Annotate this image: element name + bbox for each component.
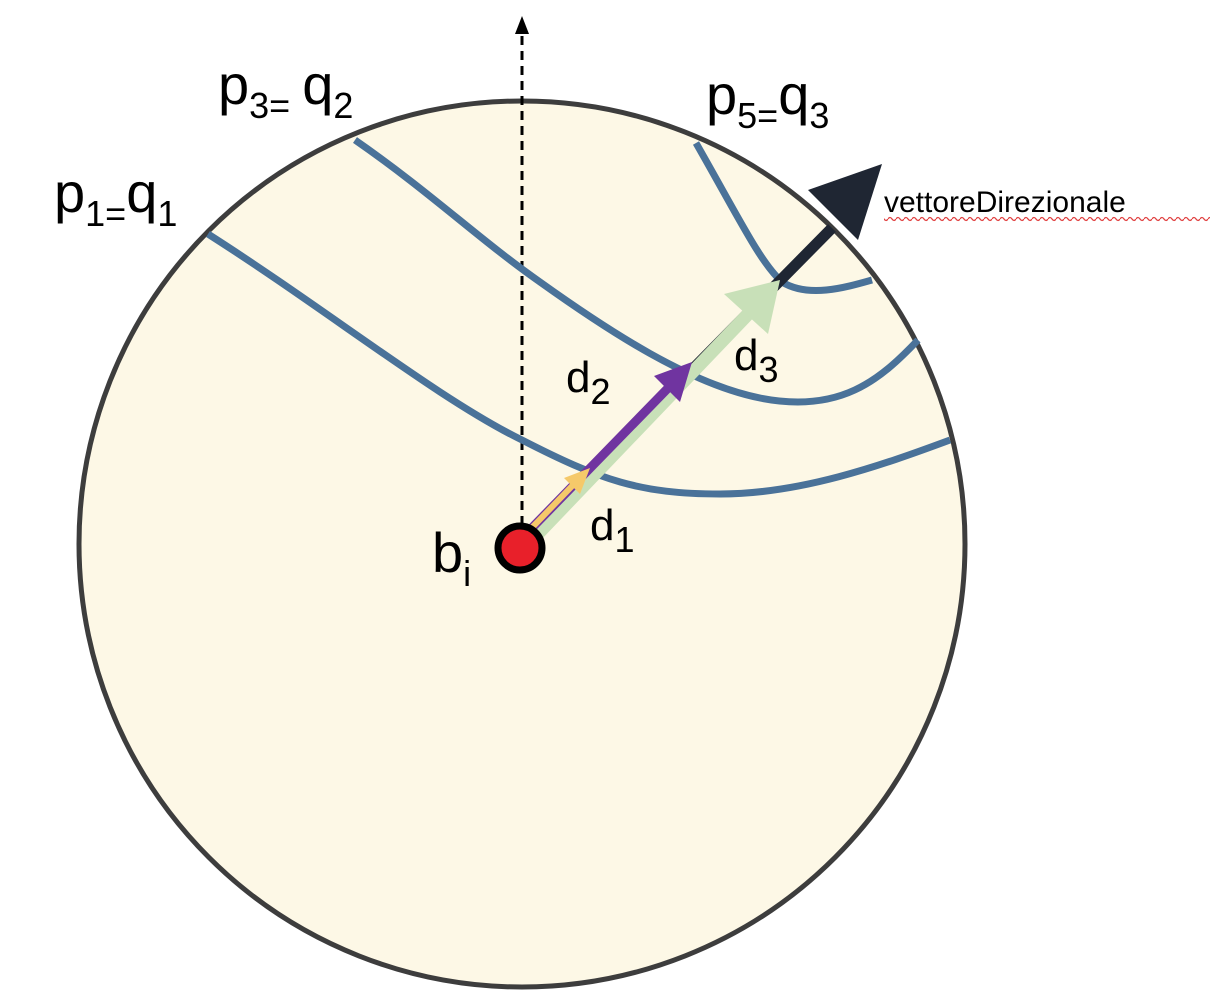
- label-bi: bi: [432, 521, 471, 594]
- label-p5-q3: p5=q3: [706, 63, 829, 136]
- label-d2: d2: [566, 353, 611, 412]
- d1-vector-arrowhead: [564, 468, 590, 494]
- spellcheck-underline: [884, 216, 1210, 222]
- vertical-axis-arrowhead: [515, 16, 529, 34]
- label-d1: d1: [590, 501, 635, 560]
- direction-vector-arrowhead: [808, 164, 882, 240]
- label-d3: d3: [734, 331, 779, 390]
- d3-vector-arrowhead: [724, 280, 780, 334]
- origin-point-bi: [494, 522, 546, 574]
- label-p1-q1: p1=q1: [54, 161, 177, 234]
- curve-p3-q2: [353, 137, 921, 406]
- label-vettore-direzionale: vettoreDirezionale: [884, 186, 1126, 219]
- label-p3-q2: p3=q2: [218, 53, 353, 126]
- d3-vector-shaft: [527, 305, 757, 545]
- d2-vector-arrowhead: [654, 362, 692, 402]
